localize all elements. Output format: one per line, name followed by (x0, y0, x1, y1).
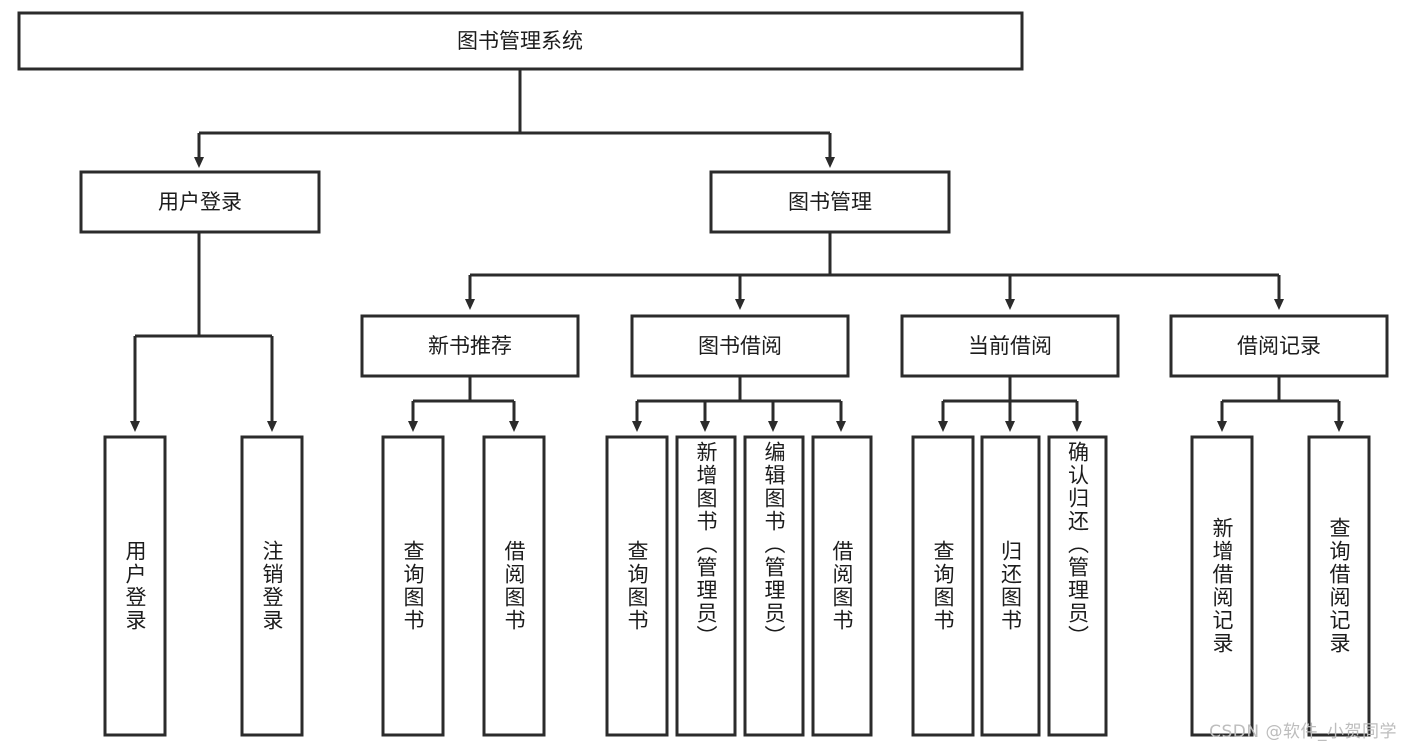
leaf-box-book-borrow-2[interactable] (675, 435, 737, 737)
node-borrow-record-box (1169, 314, 1389, 378)
node-book-borrow[interactable]: 图书借阅 (630, 314, 850, 378)
connector-layer (130, 70, 1344, 432)
node-borrow-record[interactable]: 借阅记录 (1169, 314, 1389, 378)
node-book-management[interactable]: 图书管理 (709, 170, 951, 234)
leaf-box-new-book-2[interactable] (482, 435, 546, 737)
node-new-book-recommend[interactable]: 新书推荐 (360, 314, 580, 378)
node-user-login[interactable]: 用户登录 (79, 170, 321, 234)
node-root-label: 图书管理系统 (457, 29, 583, 53)
node-book-borrow-label: 图书借阅 (698, 334, 782, 358)
node-book-management-box (709, 170, 951, 234)
leaf-box-current-borrow-2[interactable] (980, 435, 1041, 737)
node-new-book-recommend-box (360, 314, 580, 378)
node-new-book-recommend-label: 新书推荐 (428, 334, 512, 358)
leaf-box-book-borrow-1[interactable] (605, 435, 669, 737)
leaf-box-user-login-1[interactable] (103, 435, 167, 737)
leaf-box-user-login-2[interactable] (240, 435, 304, 737)
node-current-borrow-box (900, 314, 1120, 378)
node-user-login-label: 用户登录 (158, 190, 242, 214)
leaf-box-layer (103, 435, 1371, 737)
leaf-box-borrow-record-1[interactable] (1190, 435, 1254, 737)
node-root-book-management-system[interactable]: 图书管理系统 (17, 11, 1024, 71)
node-book-borrow-box (630, 314, 850, 378)
node-root-box (17, 11, 1024, 71)
node-book-management-label: 图书管理 (788, 190, 872, 214)
leaf-box-book-borrow-4[interactable] (811, 435, 873, 737)
leaf-box-current-borrow-3[interactable] (1047, 435, 1108, 737)
watermark-text: CSDN @软件_小贺同学 (1209, 722, 1397, 742)
leaf-box-current-borrow-1[interactable] (911, 435, 975, 737)
node-current-borrow-label: 当前借阅 (968, 334, 1052, 358)
leaf-box-borrow-record-2[interactable] (1307, 435, 1371, 737)
leaf-box-book-borrow-3[interactable] (743, 435, 805, 737)
node-borrow-record-label: 借阅记录 (1237, 334, 1321, 358)
node-current-borrow[interactable]: 当前借阅 (900, 314, 1120, 378)
leaf-box-new-book-1[interactable] (381, 435, 445, 737)
node-user-login-box (79, 170, 321, 234)
